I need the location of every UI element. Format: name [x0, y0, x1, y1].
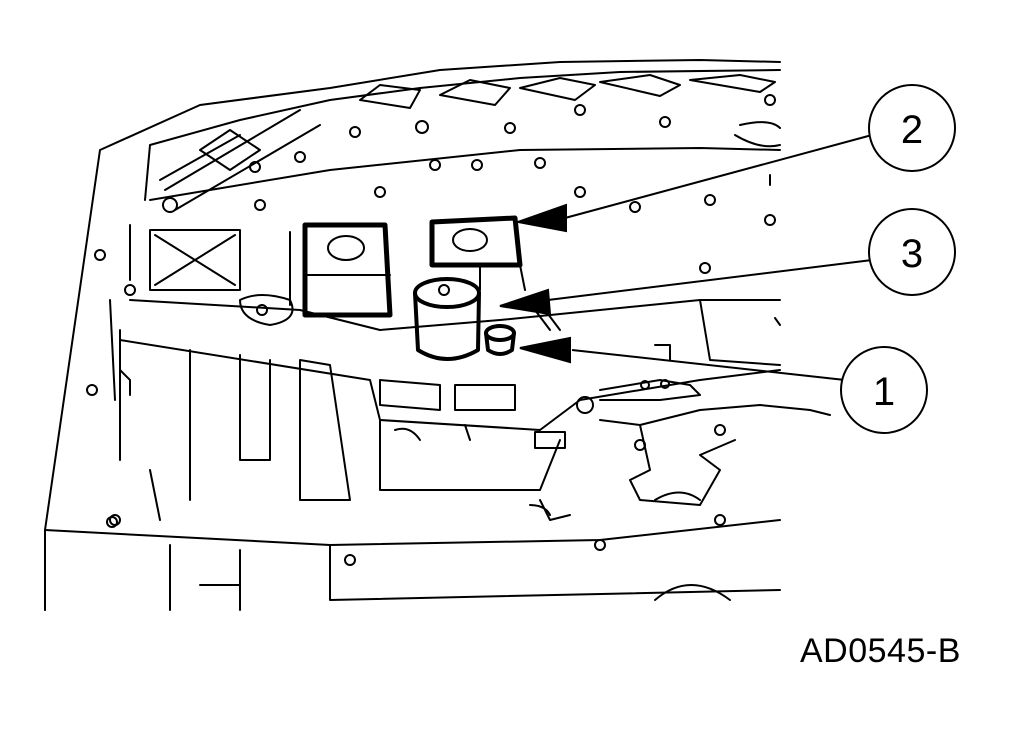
case-bottom-edge: [44, 519, 781, 546]
leader-lines: [499, 134, 873, 381]
callout-2-number: 2: [901, 108, 923, 152]
case-lower-skirt: [169, 544, 781, 611]
x-brace: [149, 229, 241, 291]
upper-plate: [144, 69, 781, 201]
callout-2: [868, 84, 956, 172]
case-outline: [44, 59, 781, 611]
callout-1: [840, 346, 928, 434]
bolt-holes-upper: [86, 94, 776, 566]
callout-3: [868, 208, 956, 296]
callout-1-number: 1: [873, 370, 895, 414]
right-solenoid-bracket: [429, 215, 526, 291]
callout-3-number: 3: [901, 232, 923, 276]
lower-body: [119, 339, 781, 431]
arrowhead-1: [519, 336, 571, 364]
arrowhead-2: [514, 203, 567, 233]
figure-id-label: AD0545-B: [800, 632, 961, 670]
left-solenoid-bracket: [289, 222, 393, 318]
middle-deck: [129, 299, 781, 331]
cylindrical-solenoid: [413, 277, 481, 361]
arrowhead-3: [499, 288, 552, 316]
